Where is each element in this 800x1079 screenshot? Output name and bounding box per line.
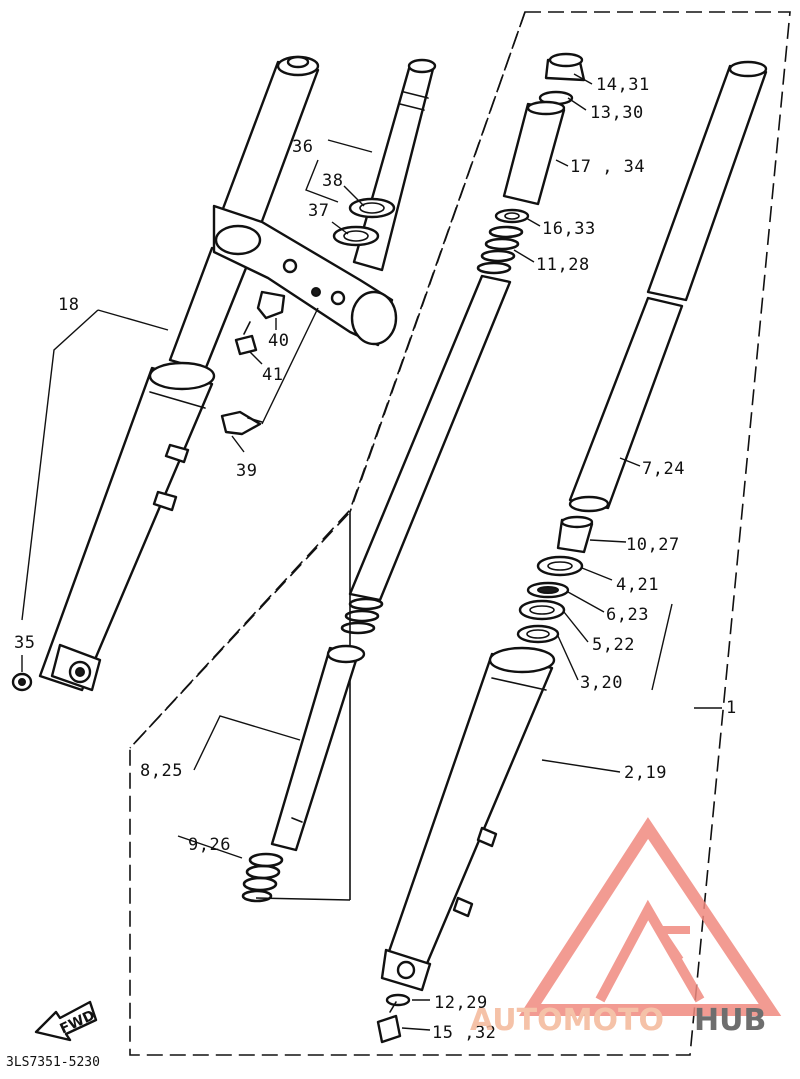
assembled-fork-18	[38, 55, 320, 692]
label-35: 35	[14, 633, 35, 653]
drawing-code: 3LS7351-5230	[6, 1055, 100, 1070]
label-12-29: 12,29	[434, 993, 488, 1013]
bolt-41	[234, 334, 258, 356]
label-7-24: 7,24	[642, 459, 685, 479]
label-9-26: 9,26	[188, 835, 231, 855]
dust-seal-4-21	[536, 555, 584, 577]
label-13-30: 13,30	[590, 103, 644, 123]
label-15-32: 15 ,32	[432, 1023, 496, 1043]
label-17-34: 17 , 34	[570, 157, 645, 177]
label-16-33: 16,33	[542, 219, 596, 239]
label-3-20: 3,20	[580, 673, 623, 693]
watermark-text-secondary: HUB	[694, 1003, 766, 1038]
watermark-logo: AUTOMOTO HUB	[470, 817, 782, 1038]
inner-tube-7-24	[568, 296, 684, 510]
label-39: 39	[236, 461, 257, 481]
bolt-39	[220, 410, 262, 436]
label-2-19: 2,19	[624, 763, 667, 783]
label-6-23: 6,23	[606, 605, 649, 625]
spacer-17-34	[502, 102, 566, 206]
label-4-21: 4,21	[616, 575, 659, 595]
label-11-28: 11,28	[536, 255, 590, 275]
leader-lines	[21, 73, 722, 1031]
gasket-12-29	[385, 993, 411, 1007]
outer-tube-2-19	[382, 652, 554, 982]
watermark-text-primary: AUTOMOTO	[470, 1003, 664, 1038]
label-18: 18	[58, 295, 79, 315]
left-outer-tube	[38, 366, 214, 692]
tube-parts	[376, 60, 768, 1044]
steering-stem-assembly	[212, 58, 437, 347]
damper-parts	[241, 52, 586, 903]
rebound-spring-9-26	[241, 852, 284, 903]
label-5-22: 5,22	[592, 635, 635, 655]
label-1: 1	[726, 698, 737, 718]
fork-spring-11-28	[340, 225, 524, 635]
washer-16-33	[494, 208, 530, 224]
fwd-arrow: FWD	[34, 1000, 98, 1042]
label-40: 40	[268, 331, 289, 351]
bearing-38	[348, 197, 396, 219]
damper-rod-8-25	[270, 646, 360, 852]
label-8-25: 8,25	[140, 761, 183, 781]
label-37: 37	[308, 201, 329, 221]
fwd-arrow-icon	[34, 1000, 98, 1042]
label-10-27: 10,27	[626, 535, 680, 555]
watermark-triangle-icon	[518, 817, 782, 1016]
small-fasteners	[11, 290, 286, 692]
label-14-31: 14,31	[596, 75, 650, 95]
inner-tube-7-24-upper	[646, 64, 768, 302]
assembly-boundary-left	[129, 11, 526, 749]
washer-3-20	[516, 624, 560, 644]
bolt-15-32	[376, 1014, 402, 1044]
clamp-40	[256, 290, 286, 320]
label-38: 38	[322, 171, 343, 191]
oil-seal-5-22	[518, 599, 566, 621]
assembly-boundary	[129, 11, 791, 1056]
bearing-37	[332, 225, 380, 247]
label-36: 36	[292, 137, 313, 157]
label-41: 41	[262, 365, 283, 385]
